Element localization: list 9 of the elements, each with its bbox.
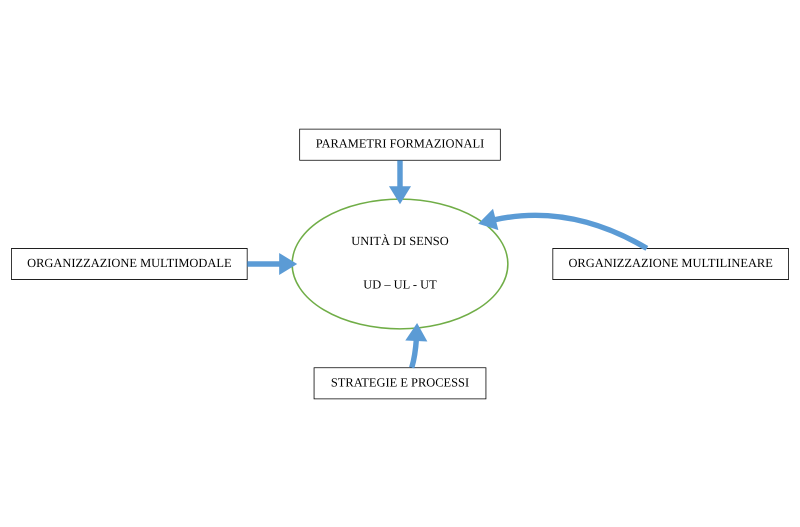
arrow [388, 160, 412, 204]
node-ellipse: UNITÀ DI SENSO UD – UL - UT [291, 198, 509, 330]
arrow [405, 322, 428, 368]
node-box: ORGANIZZAZIONE MULTIMODALE [11, 248, 248, 280]
arrow [247, 252, 298, 275]
arrow [478, 208, 648, 250]
node-box: ORGANIZZAZIONE MULTILINEARE [552, 248, 789, 280]
node-box: PARAMETRI FORMAZIONALI [299, 128, 501, 160]
node-box: STRATEGIE E PROCESSI [314, 366, 486, 399]
